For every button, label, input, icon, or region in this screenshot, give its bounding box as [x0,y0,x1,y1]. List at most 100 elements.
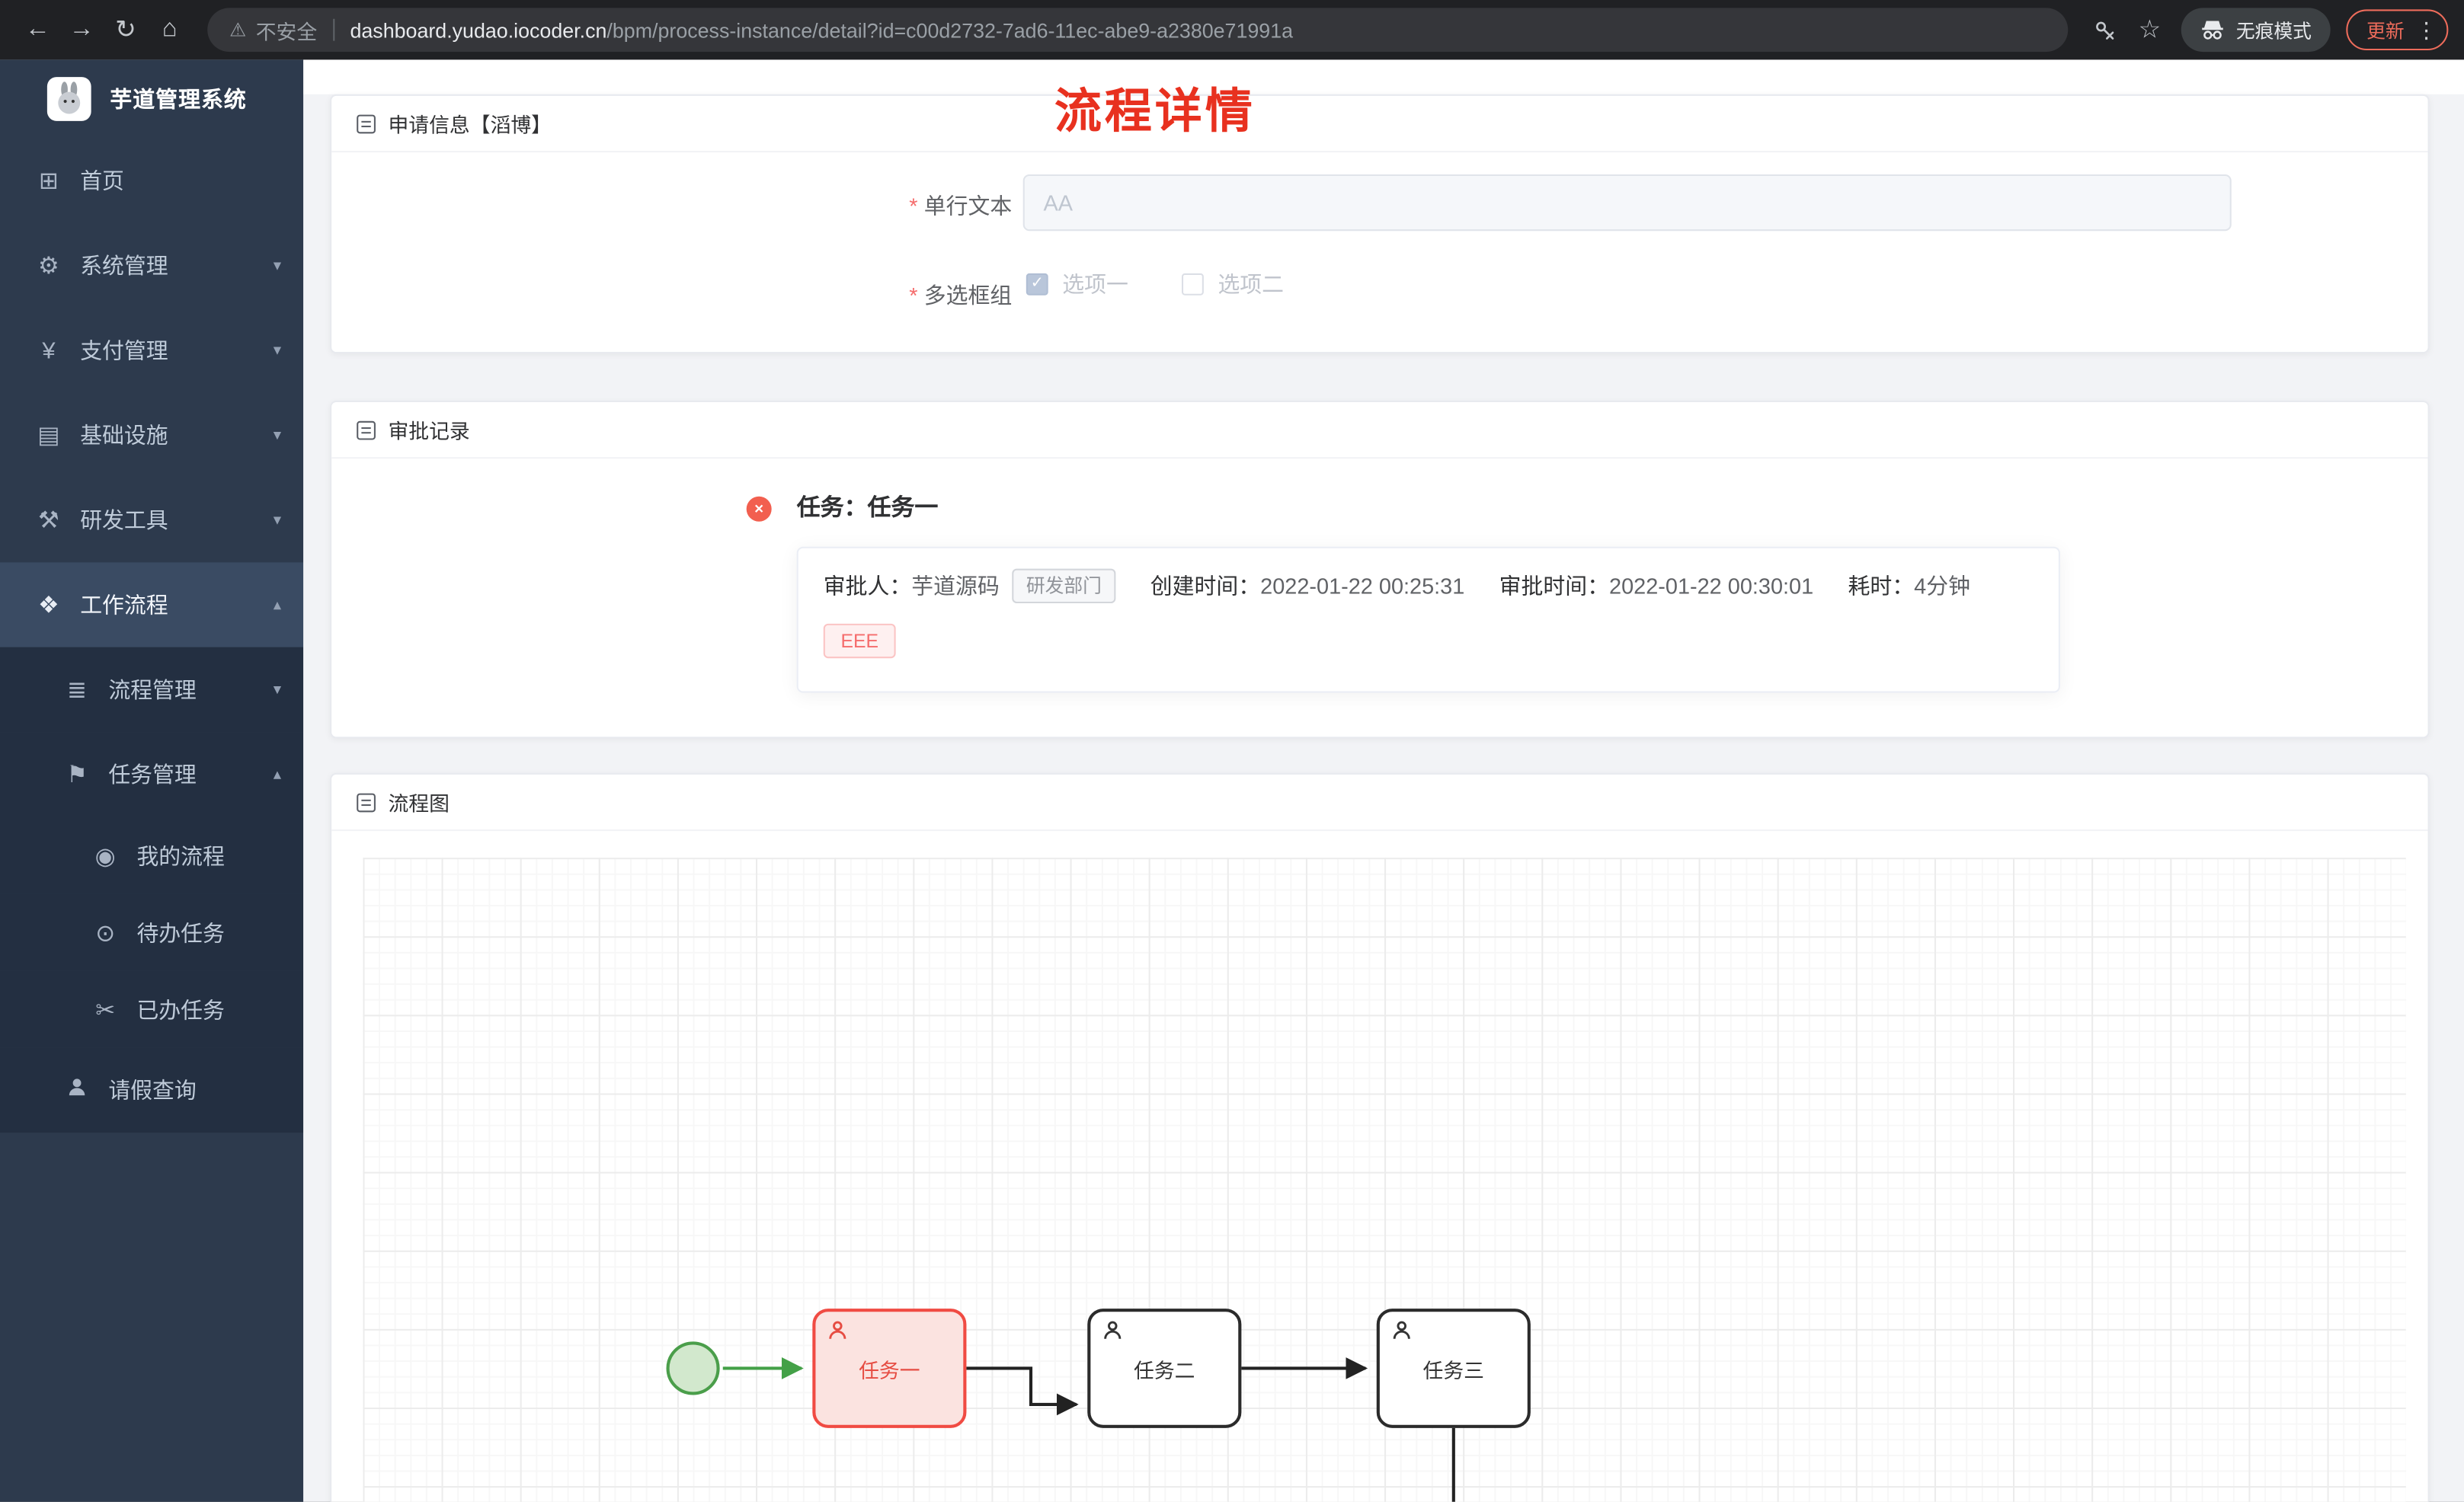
update-button[interactable]: 更新 ⋮ [2346,9,2449,50]
sidebar-item-label: 我的流程 [136,842,225,868]
checkbox-option-2[interactable]: 选项二 [1182,269,1284,300]
sidebar-item-payment-mgmt[interactable]: ¥ 支付管理 ▾ [0,308,303,392]
checkbox-group-label: 多选框组 [331,280,1013,311]
process-diagram-card-title: 流程图 [388,791,450,816]
dashboard-icon: ⊞ [38,168,59,195]
approver-name: 芋道源码 [911,573,1000,599]
sidebar-item-infrastructure[interactable]: ▤ 基础设施 ▾ [0,393,303,478]
rabbit-logo-icon [46,77,91,121]
bpmn-task-node-3[interactable]: 任务三 [1376,1309,1531,1428]
department-tag: 研发部门 [1012,568,1116,603]
browser-menu-dots-icon[interactable]: ⋮ [2415,16,2437,42]
sidebar-item-label: 首页 [80,168,124,193]
bpmn-canvas[interactable]: 任务一 任务二 任务三 [363,858,2406,1502]
sidebar-item-dev-tools[interactable]: ⚒ 研发工具 ▾ [0,478,303,562]
chevron-down-icon: ▾ [273,681,282,698]
task-flag-icon: ⚑ [66,762,88,789]
todo-eye-icon: ⊙ [95,919,116,947]
approved-time-label: 审批时间： [1499,573,1610,599]
sidebar-item-label: 基础设施 [80,422,168,448]
approval-record-card-title: 审批记录 [388,419,470,443]
bpmn-connectors [722,1357,1455,1502]
approval-record-card-header: 审批记录 [331,402,2428,459]
apply-info-card: 申请信息【滔博】 单行文本 多选框组 ✓ 选项一 选项二 [330,94,2430,354]
bpmn-task-node-2[interactable]: 任务二 [1087,1309,1242,1428]
created-time-label: 创建时间： [1150,573,1261,599]
bpmn-task-label: 任务二 [1134,1358,1195,1382]
chevron-up-icon: ▴ [273,765,282,784]
chevron-down-icon: ▾ [273,426,282,444]
approver-field: 审批人： 芋道源码 研发部门 [824,568,1116,603]
chevron-down-icon: ▾ [273,511,282,529]
not-secure-warning-icon: ⚠ [229,18,247,41]
diagram-icon [357,792,376,812]
rejected-status-icon: × [746,496,772,522]
url-host: dashboard.yudao.iocoder.cn [350,18,607,42]
address-bar[interactable]: ⚠ 不安全 dashboard.yudao.iocoder.cn /bpm/pr… [207,8,2069,53]
user-task-icon [1104,1321,1122,1339]
process-diagram-card-header: 流程图 [331,775,2428,832]
sidebar-item-done-tasks[interactable]: ✂ 已办任务 [0,970,304,1048]
text-field-label: 单行文本 [331,190,1013,222]
page-title: 流程详情 [1054,86,1256,139]
sidebar-item-todo-tasks[interactable]: ⊙ 待办任务 [0,893,304,971]
process-list-icon: ≣ [67,676,88,704]
bpmn-task-node-1[interactable]: 任务一 [812,1309,967,1428]
sidebar-item-label: 任务管理 [108,762,197,788]
approved-time-value: 2022-01-22 00:30:01 [1609,573,1814,599]
approval-record-card: 审批记录 × 任务：任务一 审批人： 芋道源码 研发部门 创建时间： 2022-… [330,400,2430,739]
approval-detail-line: 审批人： 芋道源码 研发部门 创建时间： 2022-01-22 00:25:31… [824,568,2034,603]
gear-icon: ⚙ [38,253,59,280]
approval-task-title: 任务：任务一 [796,494,939,522]
sidebar-item-leave-query[interactable]: 请假查询 [0,1047,304,1133]
incognito-icon [2202,21,2223,40]
checkbox-option-label: 选项二 [1218,271,1285,297]
user-task-icon [1393,1321,1410,1339]
duration-value: 4分钟 [1914,573,1970,599]
sidebar-item-label: 支付管理 [80,337,168,363]
update-label: 更新 [2366,19,2405,42]
incognito-label: 无痕模式 [2235,19,2312,42]
chevron-down-icon: ▾ [273,341,282,360]
sidebar-item-task-mgmt[interactable]: ⚑ 任务管理 ▴ [0,732,304,817]
apply-info-card-header: 申请信息【滔博】 [331,96,2428,153]
checkbox-group: ✓ 选项一 选项二 [1026,269,1284,300]
checkbox-option-label: 选项一 [1062,271,1128,297]
tools-icon: ⚒ [38,507,59,535]
process-diagram-card: 流程图 [330,772,2430,1502]
sidebar-item-process-mgmt[interactable]: ≣ 流程管理 ▾ [0,647,304,733]
comment-tag: EEE [823,623,896,659]
forward-icon[interactable]: → [69,15,94,43]
bpmn-task-label: 任务三 [1422,1358,1485,1382]
infrastructure-icon: ▤ [37,422,60,449]
sidebar-item-label: 待办任务 [136,919,225,945]
back-icon[interactable]: ← [25,15,50,43]
bpmn-start-event[interactable] [666,1341,720,1395]
bookmark-star-icon[interactable]: ☆ [2138,17,2162,44]
created-time-field: 创建时间： 2022-01-22 00:25:31 [1150,570,1465,602]
created-time-value: 2022-01-22 00:25:31 [1260,573,1465,599]
home-icon[interactable]: ⌂ [162,15,178,43]
chevron-down-icon: ▾ [273,257,282,274]
sidebar-item-home[interactable]: ⊞ 首页 [0,139,303,223]
password-key-icon[interactable] [2084,8,2128,52]
checkbox-option-1[interactable]: ✓ 选项一 [1026,269,1128,300]
sidebar-item-label: 流程管理 [108,676,197,702]
url-path: /bpm/process-instance/detail?id=c00d2732… [606,18,1294,42]
checkbox-checked-icon[interactable]: ✓ [1026,273,1048,296]
single-line-text-input[interactable] [1022,174,2232,232]
yen-icon: ¥ [42,337,56,364]
security-label: 不安全 [255,19,318,43]
sidebar-item-workflow[interactable]: ❖ 工作流程 ▴ [0,562,304,647]
sidebar-item-system-mgmt[interactable]: ⚙ 系统管理 ▾ [0,223,303,308]
sidebar-item-label: 已办任务 [136,996,225,1022]
sidebar-item-my-process[interactable]: ◉ 我的流程 [0,817,304,894]
sidebar-item-label: 研发工具 [80,507,168,533]
chevron-up-icon: ▴ [273,596,282,614]
reload-icon[interactable]: ↻ [115,17,136,44]
sidebar: 芋道管理系统 ⊞ 首页 ⚙ 系统管理 ▾ ¥ 支付管理 ▾ ▤ 基础设施 ▾ ⚒… [0,59,304,1502]
app-logo-row[interactable]: 芋道管理系统 [0,59,303,138]
checkbox-unchecked-icon[interactable] [1182,273,1204,296]
main-content: 流程详情 申请信息【滔博】 单行文本 多选框组 ✓ 选项一 选项二 [303,59,2464,1502]
